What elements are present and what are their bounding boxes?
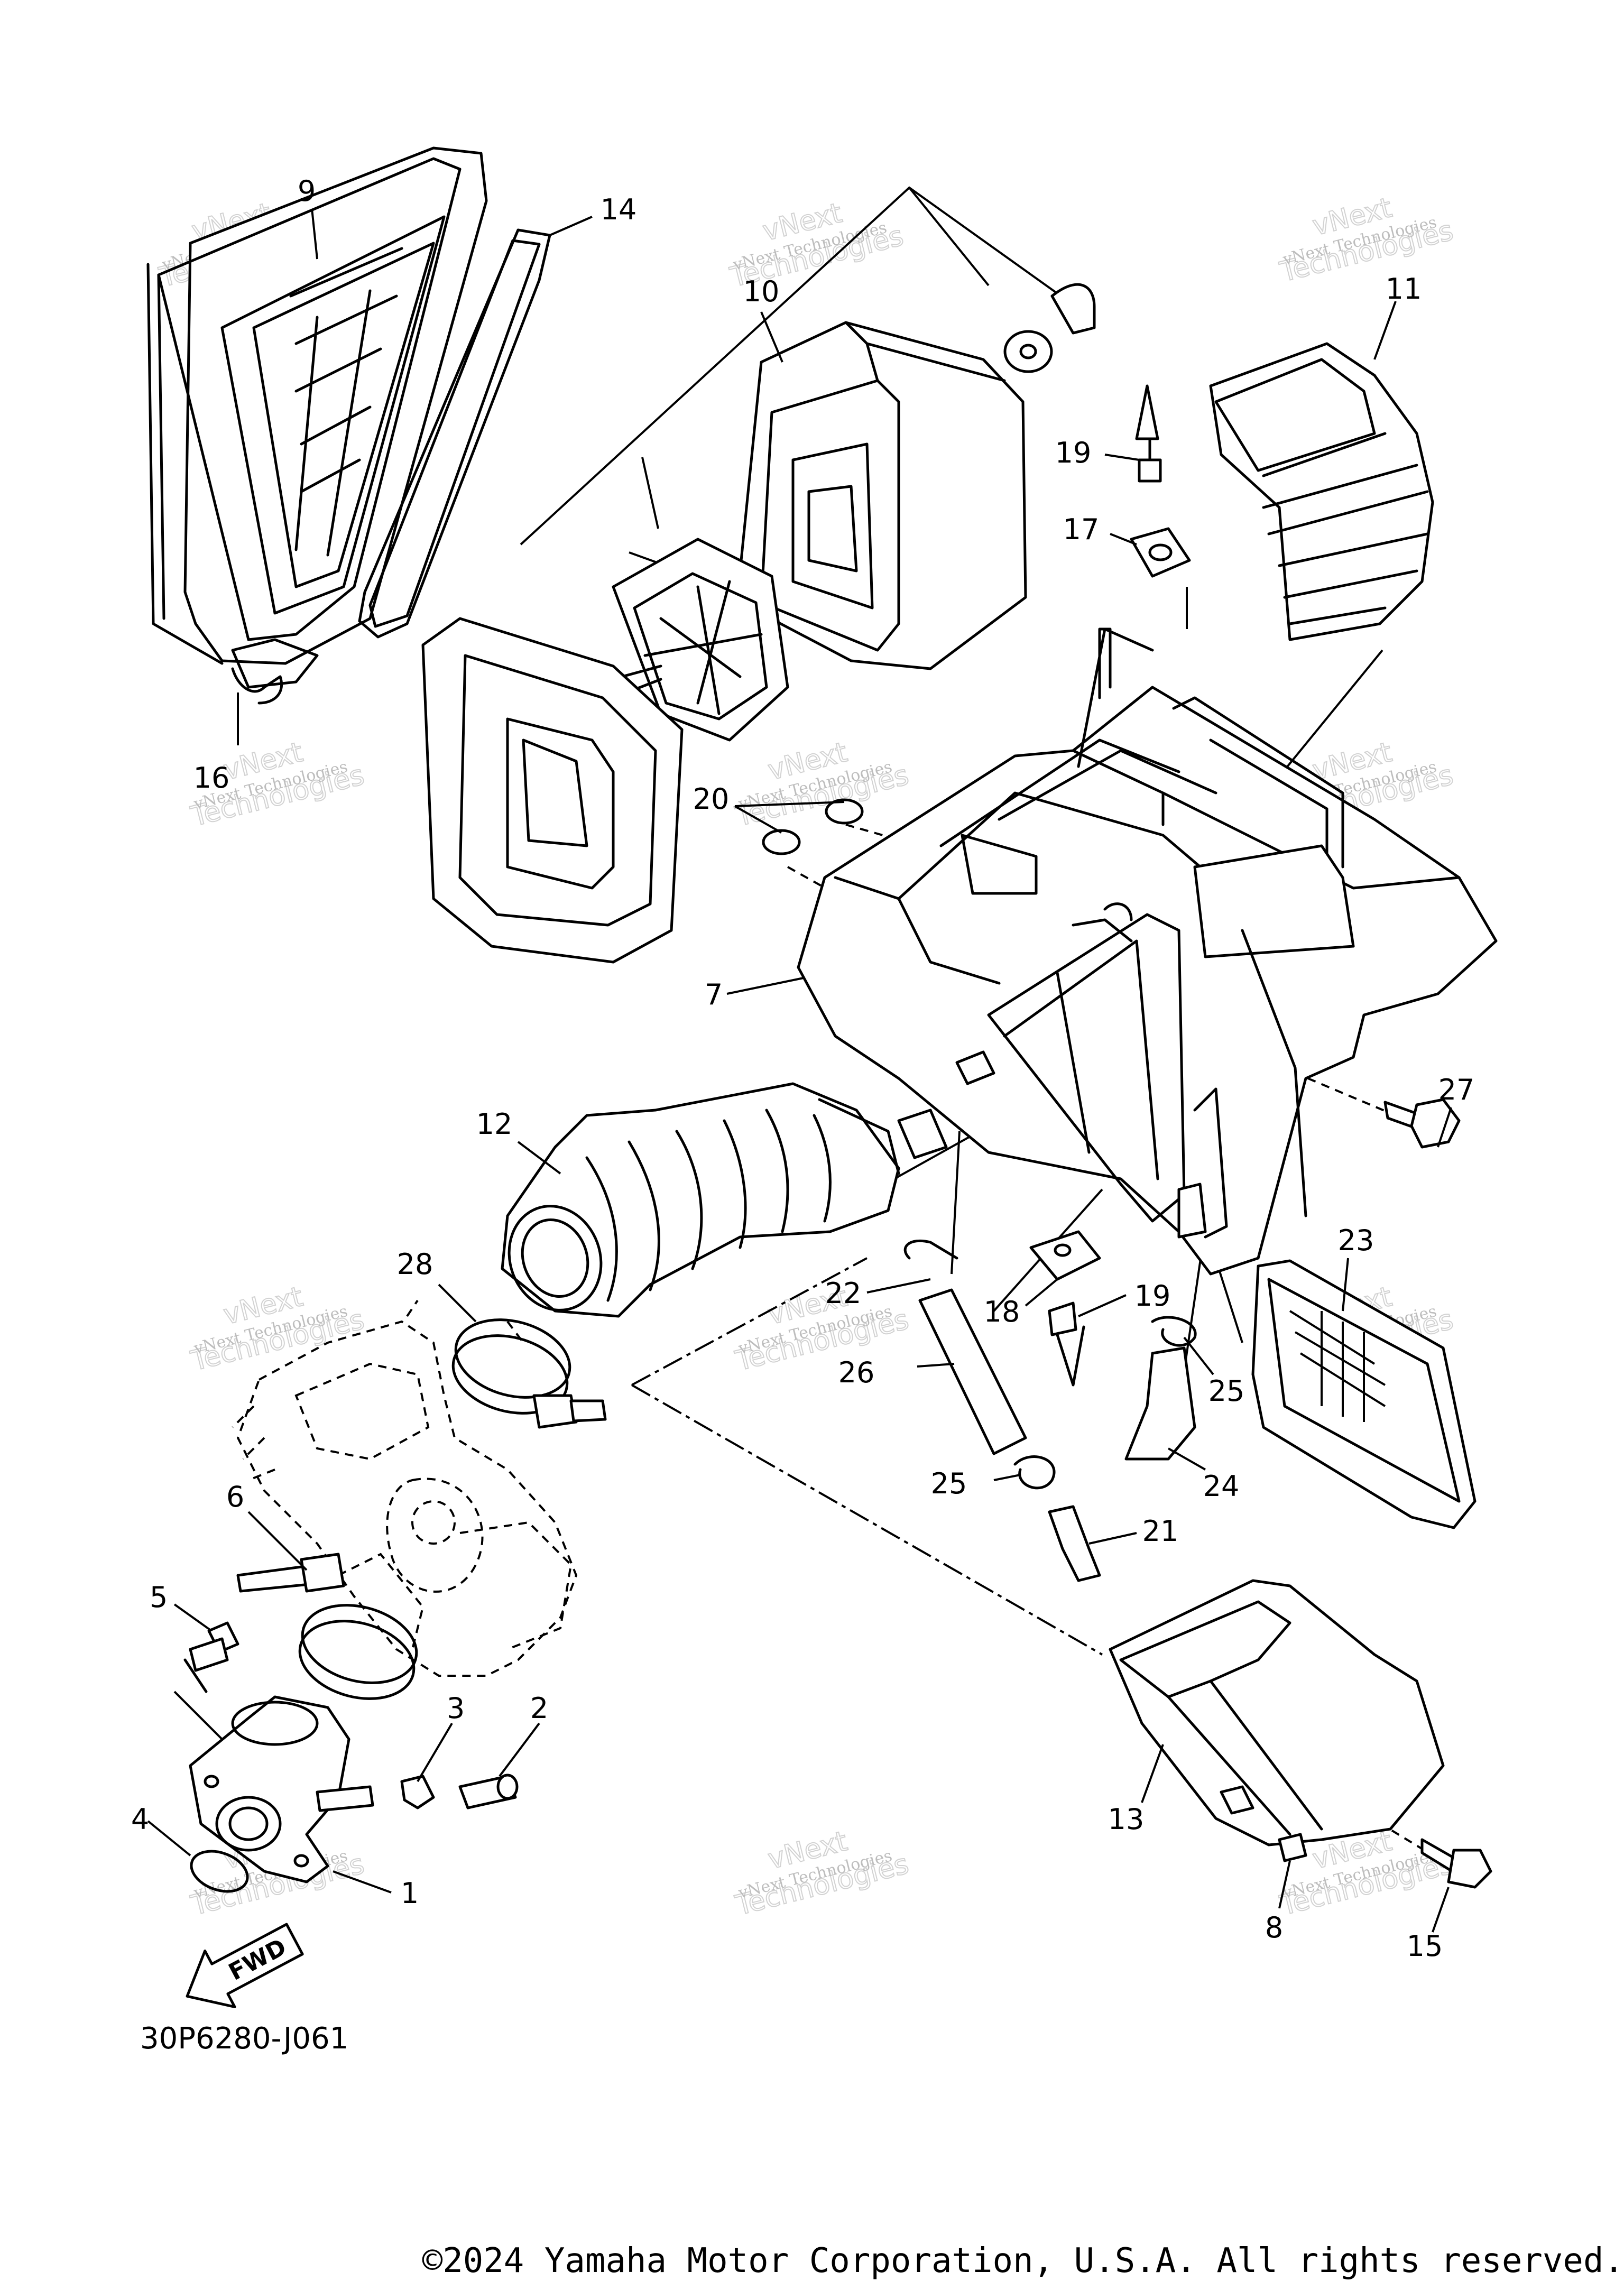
part-plug-21 — [1048, 1505, 1101, 1582]
part-bracket-18 — [1029, 1230, 1101, 1281]
part-throttle-body — [232, 1299, 578, 1677]
part-fastener-19-lower — [1048, 1301, 1085, 1387]
callout-16: 16 — [193, 761, 230, 795]
callout-20: 20 — [693, 782, 730, 816]
callout-28: 28 — [397, 1248, 433, 1281]
watermark: vNext Technologies vNext Technologies — [732, 1280, 912, 1378]
part-manifold — [189, 1695, 374, 1883]
callout-21: 21 — [1142, 1515, 1179, 1548]
part-grommets-20 — [762, 798, 864, 855]
part-drain-24 — [1124, 1346, 1196, 1461]
callout-2: 2 — [530, 1692, 548, 1725]
part-clamp-6 — [236, 1553, 418, 1700]
watermark: vNext Technologies vNext Technologies — [1276, 191, 1457, 289]
leader-lines — [147, 208, 1452, 1933]
part-screw-5 — [183, 1621, 239, 1693]
part-intake-duct — [1209, 342, 1434, 641]
callout-5: 5 — [150, 1581, 168, 1614]
watermark: vNext Technologies vNext Technologies — [732, 1825, 912, 1922]
part-gasket — [358, 228, 551, 639]
fwd-arrow: FWD — [186, 1923, 304, 2008]
callout-12: 12 — [476, 1107, 513, 1141]
part-intake-joint — [501, 1082, 900, 1318]
callout-26: 26 — [838, 1356, 875, 1389]
diagram-code: 30P6280-J061 — [140, 2021, 348, 2056]
part-clamp-28 — [451, 1318, 607, 1429]
part-air-filter-cover — [146, 146, 488, 689]
callout-25b: 25 — [931, 1467, 967, 1500]
callout-9: 9 — [298, 174, 316, 208]
part-fittings — [897, 1050, 1207, 1239]
part-bolt-15 — [1420, 1838, 1492, 1889]
callout-3: 3 — [447, 1692, 465, 1725]
callout-19a: 19 — [1055, 436, 1092, 469]
part-case-cover-13 — [1109, 1579, 1445, 1846]
callout-numbers: 9 14 10 11 19 17 16 20 7 12 27 23 28 22 … — [131, 174, 1475, 1963]
callout-11: 11 — [1386, 272, 1422, 306]
copyright-notice: ©2024 Yamaha Motor Corporation, U.S.A. A… — [422, 2241, 1624, 2280]
watermark: vNext Technologies vNext Technologies — [187, 1280, 368, 1378]
part-cap-2 — [458, 1774, 519, 1809]
callout-23: 23 — [1338, 1224, 1374, 1257]
part-clip-25 — [1013, 1316, 1197, 1490]
callout-18: 18 — [984, 1295, 1020, 1328]
callout-22: 22 — [825, 1277, 862, 1310]
callout-15: 15 — [1407, 1929, 1443, 1963]
part-air-box — [797, 627, 1498, 1276]
part-clip-16 — [231, 667, 283, 705]
callout-1: 1 — [401, 1877, 419, 1910]
callout-17: 17 — [1063, 513, 1100, 546]
callout-24: 24 — [1203, 1470, 1240, 1503]
callout-14: 14 — [601, 193, 637, 226]
callout-8: 8 — [1265, 1911, 1283, 1944]
callout-25a: 25 — [1208, 1374, 1245, 1408]
part-hose-26 — [903, 1239, 1027, 1455]
callout-27: 27 — [1438, 1073, 1475, 1106]
part-bolt-27 — [1383, 1098, 1461, 1149]
part-screen-23 — [1251, 1259, 1477, 1529]
callout-7: 7 — [705, 978, 723, 1011]
part-grommet-17 — [1130, 527, 1191, 578]
part-collar-8 — [1278, 1833, 1307, 1862]
callout-4: 4 — [131, 1803, 149, 1836]
part-o-ring-4 — [190, 1850, 249, 1893]
callout-10: 10 — [743, 275, 780, 308]
callout-13: 13 — [1108, 1803, 1145, 1836]
part-fastener-19 — [1135, 384, 1162, 483]
callout-19b: 19 — [1134, 1279, 1171, 1313]
callout-6: 6 — [226, 1480, 244, 1513]
part-air-filter-element — [421, 321, 1027, 964]
part-washer-and-clip — [1003, 283, 1096, 373]
